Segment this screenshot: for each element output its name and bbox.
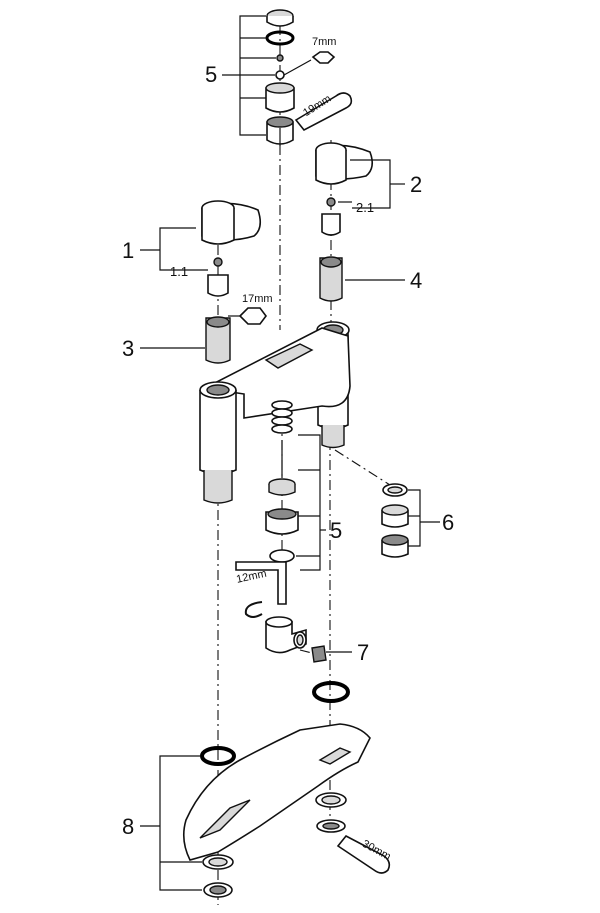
aerator-group: [381, 483, 440, 558]
callout-2-1: 2.1: [356, 200, 374, 215]
tool-size-hex-top: 7mm: [312, 36, 336, 48]
callout-3: 3: [122, 336, 134, 361]
callout-5-mid: 5: [330, 518, 342, 543]
tool-size-hex-left: 17mm: [242, 293, 273, 305]
callout-6: 6: [442, 510, 454, 535]
left-handle-group: [140, 200, 267, 364]
right-handle-group: [315, 142, 405, 302]
callout-1-1: 1.1: [170, 264, 188, 279]
top-cartridge-stack: [222, 9, 353, 146]
o-ring: [200, 746, 236, 766]
allen-key-12mm-icon: [235, 561, 287, 605]
callout-2: 2: [410, 172, 422, 197]
diverter-stack: [235, 400, 326, 618]
mounting-hardware: [140, 755, 391, 898]
o-ring: [312, 681, 350, 703]
callout-8: 8: [122, 814, 134, 839]
callout-7: 7: [357, 640, 369, 665]
hex-17mm-icon: [238, 307, 267, 325]
hex-7mm-icon: [311, 51, 336, 64]
elbow-connector: [265, 616, 352, 663]
wrench-30mm-icon: [336, 834, 391, 874]
callout-5-top: 5: [205, 62, 217, 87]
faucet-body: [199, 321, 351, 504]
callout-4: 4: [410, 268, 422, 293]
wrench-19mm-icon: [294, 92, 353, 132]
deck-section: [182, 723, 371, 861]
callout-1: 1: [122, 238, 134, 263]
